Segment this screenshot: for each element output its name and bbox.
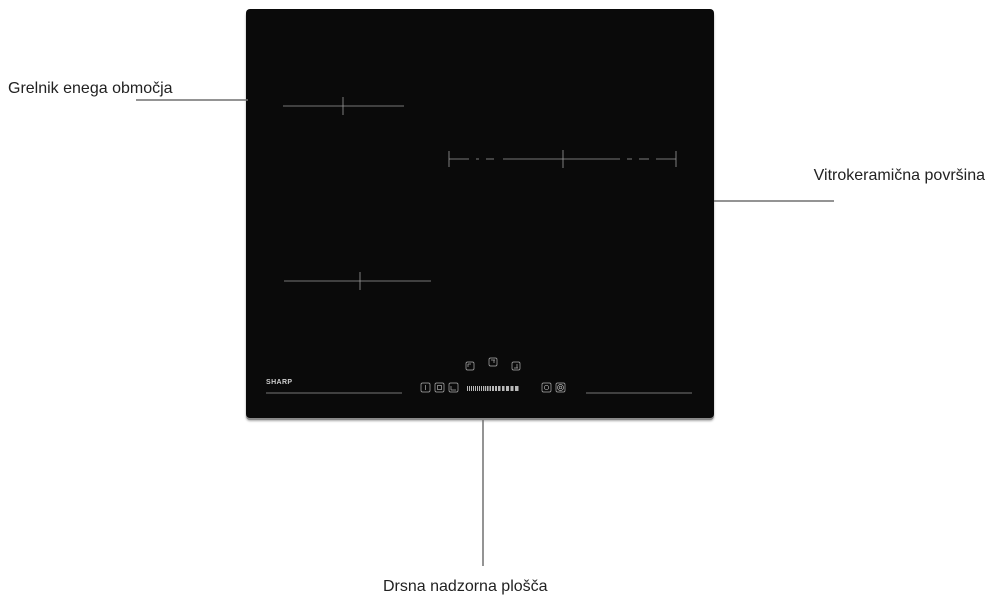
lock-button-icon[interactable] [434, 382, 445, 393]
pause-button-icon[interactable] [448, 382, 459, 393]
induction-hob: SHARP [246, 9, 714, 418]
power-button-icon[interactable] [420, 382, 431, 393]
brand-logo: SHARP [266, 379, 293, 386]
timer-button-icon[interactable] [541, 382, 552, 393]
cooking-zone-label: Grelnik enega območja [8, 80, 173, 97]
zone-select-top-icon[interactable] [488, 357, 498, 367]
zone-select-left-icon[interactable] [465, 361, 475, 371]
zone-select-right-icon[interactable] [511, 361, 521, 371]
cooking-zone-top-left [283, 97, 404, 115]
power-slider[interactable] [467, 386, 519, 391]
touch-panel-label: Drsna nadzorna plošča [383, 578, 548, 595]
cooking-zone-right [448, 150, 677, 168]
ceramic-surface-label: Vitrokeramična površina [813, 167, 985, 184]
boost-button-icon[interactable] [555, 382, 566, 393]
cooking-zone-bottom-left [284, 272, 431, 290]
